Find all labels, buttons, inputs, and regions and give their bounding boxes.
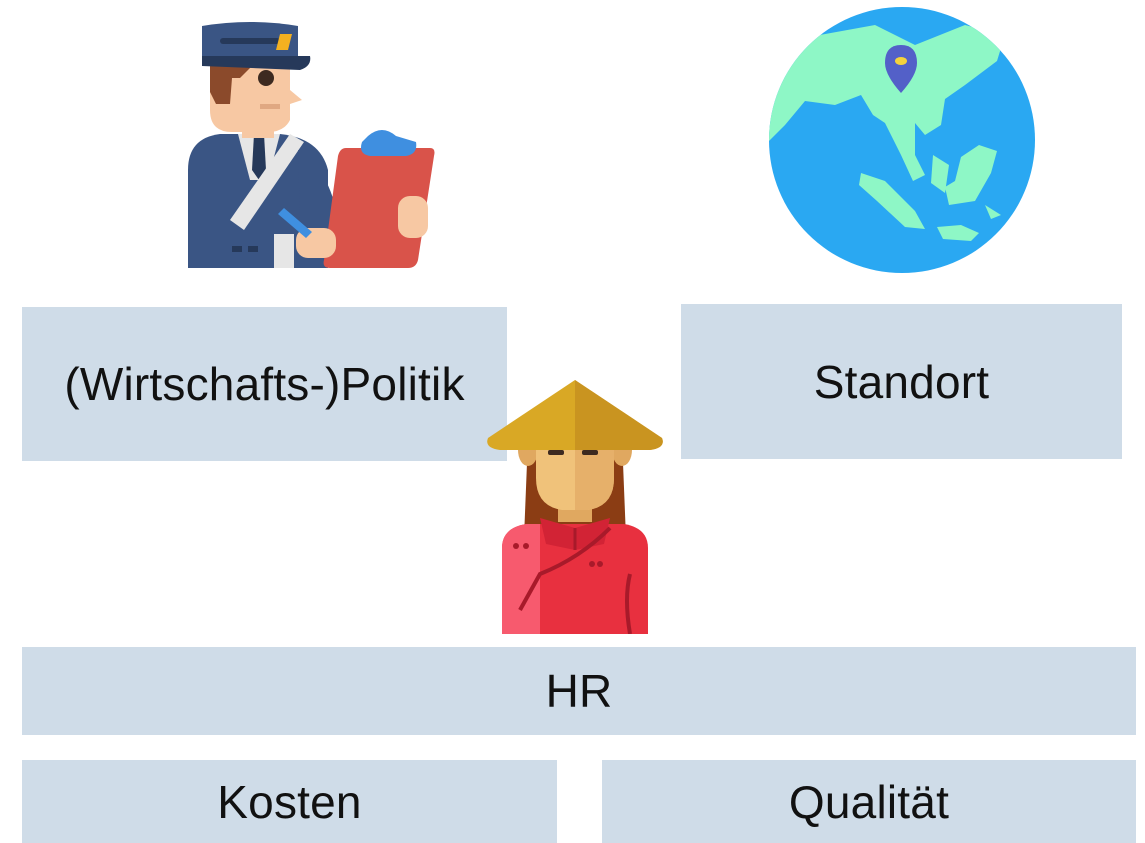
politics-label: (Wirtschafts-)Politik: [64, 358, 465, 410]
asian-worker-icon: [487, 380, 663, 634]
costs-label: Kosten: [217, 775, 362, 828]
location-box: Standort: [681, 304, 1122, 459]
costs-box: Kosten: [22, 760, 557, 843]
quality-box: Qualität: [602, 760, 1136, 843]
hr-label: HR: [545, 665, 613, 717]
hr-box: HR: [22, 647, 1136, 735]
customs-officer-icon: [188, 22, 435, 268]
location-label: Standort: [813, 355, 990, 408]
globe-location-icon: [769, 7, 1035, 273]
quality-label: Qualität: [788, 775, 950, 828]
politics-box: (Wirtschafts-)Politik: [22, 307, 507, 461]
